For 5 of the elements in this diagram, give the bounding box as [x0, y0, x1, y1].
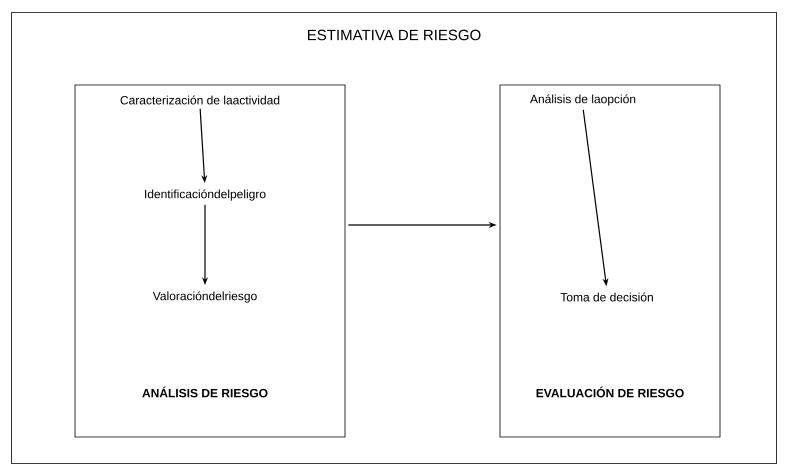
step-text: Toma de decisión — [560, 292, 653, 302]
step-text: Valoracióndelriesgo — [152, 291, 257, 303]
step-text: Identificacióndelpeligro — [145, 189, 266, 201]
step-text: Caracterización de laactividad — [120, 96, 280, 104]
step-text: Análisis de laopción — [530, 94, 636, 106]
